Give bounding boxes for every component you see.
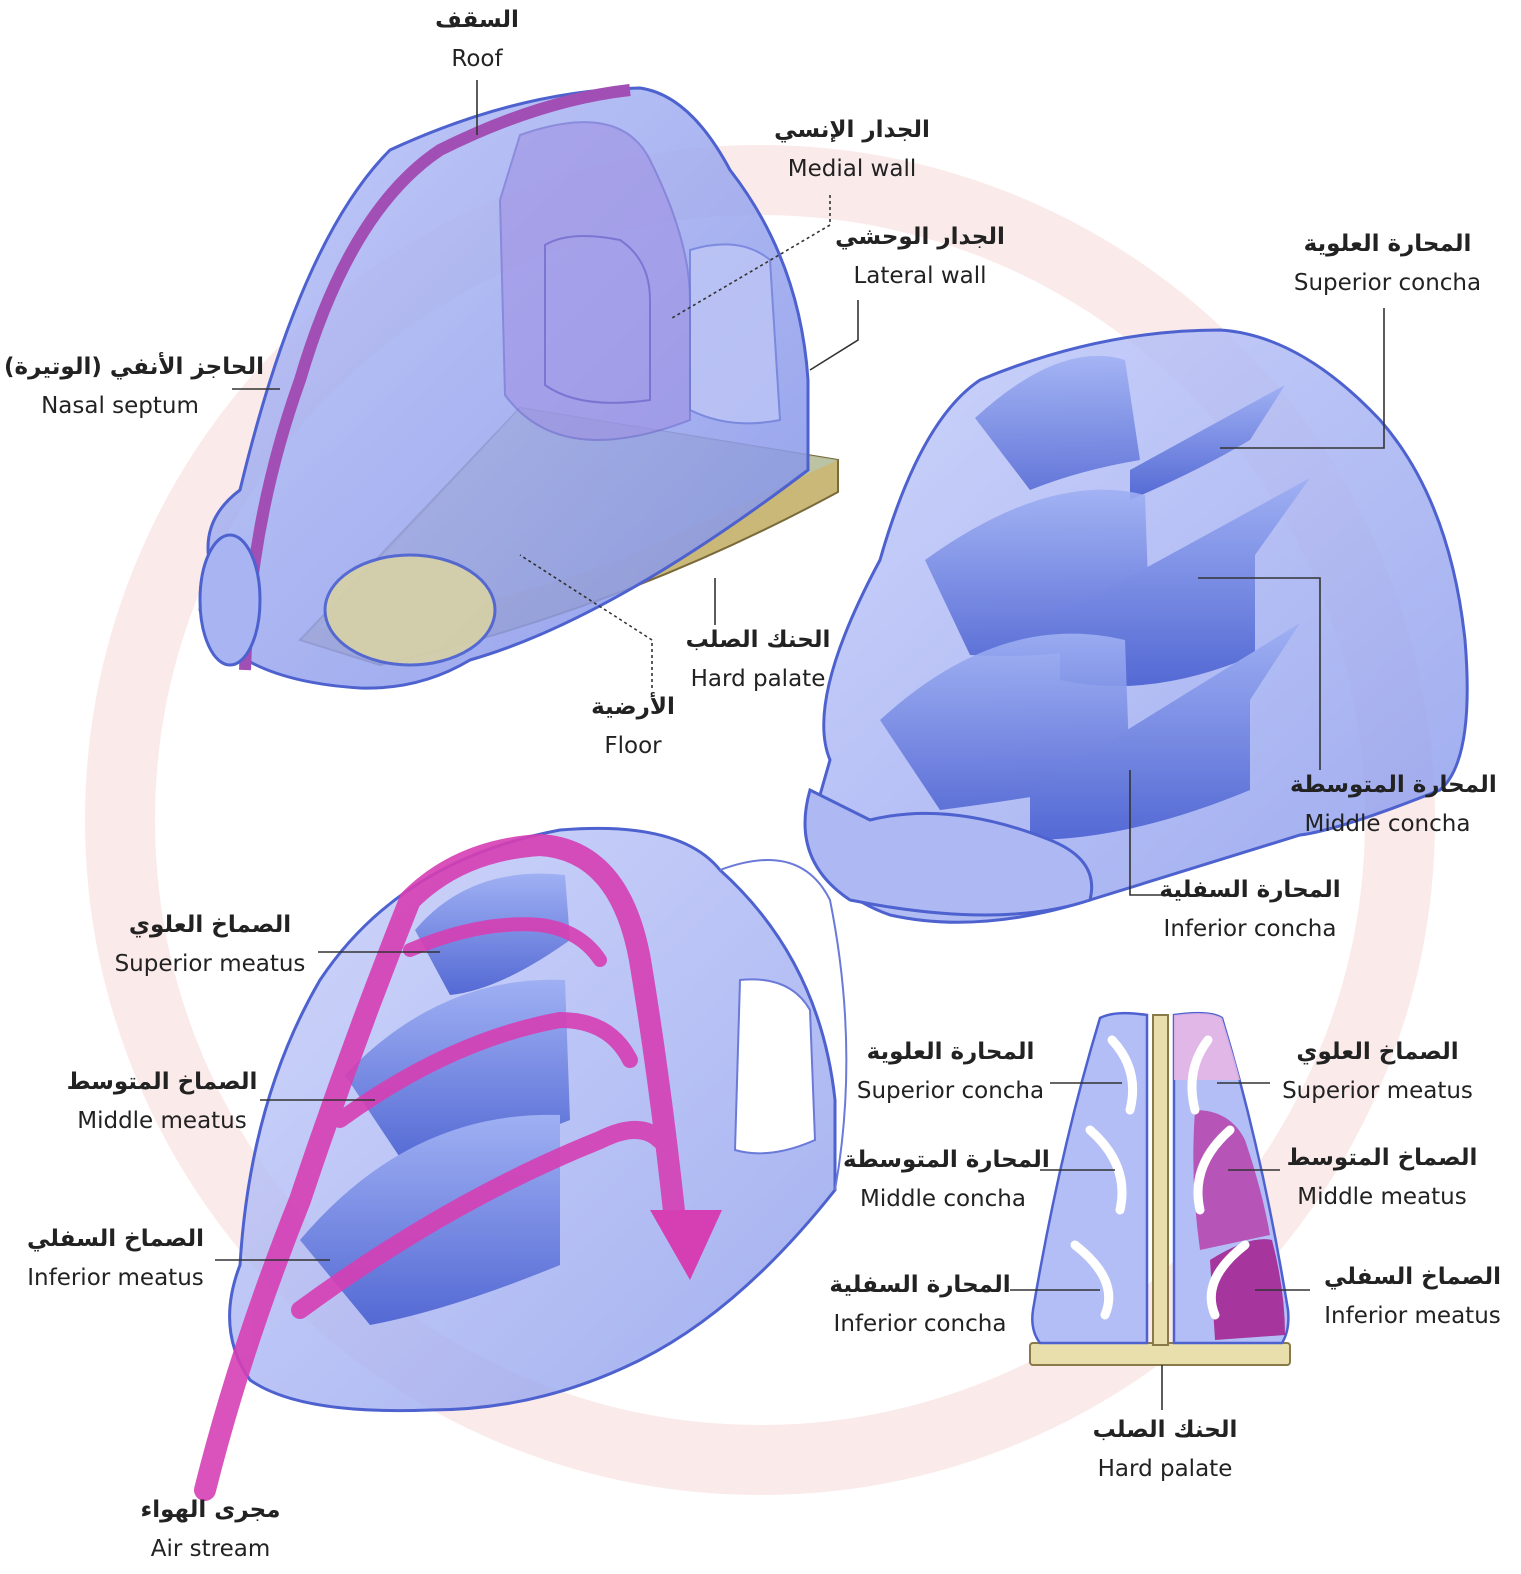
septum-bar bbox=[1153, 1015, 1168, 1345]
label-superior-meatus-left: الصماخ العلوي Superior meatus bbox=[105, 913, 315, 978]
label-inferior-meatus-left: الصماخ السفلي Inferior meatus bbox=[18, 1227, 213, 1292]
label-hard-palate-section-en: Hard palate bbox=[1085, 1457, 1245, 1482]
label-superior-concha-top-en: Superior concha bbox=[1285, 271, 1490, 296]
label-inferior-concha-top: المحارة السفلية Inferior concha bbox=[1155, 878, 1345, 943]
label-lateral-wall: الجدار الوحشي Lateral wall bbox=[830, 225, 1010, 290]
label-middle-meatus-section-en: Middle meatus bbox=[1282, 1185, 1482, 1210]
label-superior-meatus-section-en: Superior meatus bbox=[1275, 1079, 1480, 1104]
label-hard-palate-top-en: Hard palate bbox=[678, 667, 838, 692]
label-middle-concha-section: المحارة المتوسطة Middle concha bbox=[843, 1148, 1043, 1213]
label-middle-concha-top: المحارة المتوسطة Middle concha bbox=[1290, 773, 1485, 838]
label-air-stream: مجرى الهواء Air stream bbox=[128, 1498, 293, 1563]
label-inferior-meatus-left-en: Inferior meatus bbox=[18, 1266, 213, 1291]
label-inferior-concha-section-ar: المحارة السفلية bbox=[825, 1273, 1015, 1298]
label-middle-meatus-section: الصماخ المتوسط Middle meatus bbox=[1282, 1146, 1482, 1211]
label-nasal-septum-ar: الحاجز الأنفي (الوتيرة) bbox=[4, 355, 236, 380]
label-floor-en: Floor bbox=[578, 734, 688, 759]
label-inferior-concha-top-ar: المحارة السفلية bbox=[1155, 878, 1345, 903]
label-inferior-meatus-section: الصماخ السفلي Inferior meatus bbox=[1315, 1265, 1510, 1330]
label-lateral-wall-en: Lateral wall bbox=[830, 264, 1010, 289]
label-middle-meatus-section-ar: الصماخ المتوسط bbox=[1282, 1146, 1482, 1171]
label-superior-concha-section: المحارة العلوية Superior concha bbox=[848, 1040, 1053, 1105]
label-roof: السقف Roof bbox=[412, 8, 542, 73]
label-inferior-meatus-section-ar: الصماخ السفلي bbox=[1315, 1265, 1510, 1290]
label-superior-meatus-left-ar: الصماخ العلوي bbox=[105, 913, 315, 938]
hard-palate-base bbox=[1030, 1343, 1290, 1365]
label-medial-wall-en: Medial wall bbox=[762, 157, 942, 182]
label-hard-palate-section: الحنك الصلب Hard palate bbox=[1085, 1418, 1245, 1483]
label-nasal-septum-en: Nasal septum bbox=[4, 394, 236, 419]
label-superior-concha-section-ar: المحارة العلوية bbox=[848, 1040, 1053, 1065]
label-floor-ar: الأرضية bbox=[578, 695, 688, 720]
label-middle-concha-top-ar: المحارة المتوسطة bbox=[1290, 773, 1485, 798]
label-middle-concha-top-en: Middle concha bbox=[1290, 812, 1485, 837]
label-medial-wall: الجدار الإنسي Medial wall bbox=[762, 118, 942, 183]
label-middle-concha-section-ar: المحارة المتوسطة bbox=[843, 1148, 1043, 1173]
label-superior-meatus-section-ar: الصماخ العلوي bbox=[1275, 1040, 1480, 1065]
label-hard-palate-top-ar: الحنك الصلب bbox=[678, 628, 838, 653]
label-superior-meatus-section: الصماخ العلوي Superior meatus bbox=[1275, 1040, 1480, 1105]
label-inferior-concha-top-en: Inferior concha bbox=[1155, 917, 1345, 942]
label-superior-concha-top-ar: المحارة العلوية bbox=[1285, 232, 1490, 257]
label-superior-meatus-left-en: Superior meatus bbox=[105, 952, 315, 977]
label-lateral-wall-ar: الجدار الوحشي bbox=[830, 225, 1010, 250]
label-inferior-concha-section: المحارة السفلية Inferior concha bbox=[825, 1273, 1015, 1338]
label-air-stream-ar: مجرى الهواء bbox=[128, 1498, 293, 1523]
label-air-stream-en: Air stream bbox=[128, 1537, 293, 1562]
label-hard-palate-section-ar: الحنك الصلب bbox=[1085, 1418, 1245, 1443]
label-superior-concha-top: المحارة العلوية Superior concha bbox=[1285, 232, 1490, 297]
cross-section-illustration bbox=[1010, 1013, 1310, 1410]
label-inferior-concha-section-en: Inferior concha bbox=[825, 1312, 1015, 1337]
label-middle-meatus-left-ar: الصماخ المتوسط bbox=[62, 1070, 262, 1095]
label-superior-concha-section-en: Superior concha bbox=[848, 1079, 1053, 1104]
label-middle-meatus-left: الصماخ المتوسط Middle meatus bbox=[62, 1070, 262, 1135]
label-nasal-septum: الحاجز الأنفي (الوتيرة) Nasal septum bbox=[4, 355, 236, 420]
label-medial-wall-ar: الجدار الإنسي bbox=[762, 118, 942, 143]
label-middle-concha-section-en: Middle concha bbox=[843, 1187, 1043, 1212]
label-floor: الأرضية Floor bbox=[578, 695, 688, 760]
label-hard-palate-top: الحنك الصلب Hard palate bbox=[678, 628, 838, 693]
label-roof-ar: السقف bbox=[412, 8, 542, 33]
label-inferior-meatus-section-en: Inferior meatus bbox=[1315, 1304, 1510, 1329]
label-roof-en: Roof bbox=[412, 47, 542, 72]
label-inferior-meatus-left-ar: الصماخ السفلي bbox=[18, 1227, 213, 1252]
label-middle-meatus-left-en: Middle meatus bbox=[62, 1109, 262, 1134]
